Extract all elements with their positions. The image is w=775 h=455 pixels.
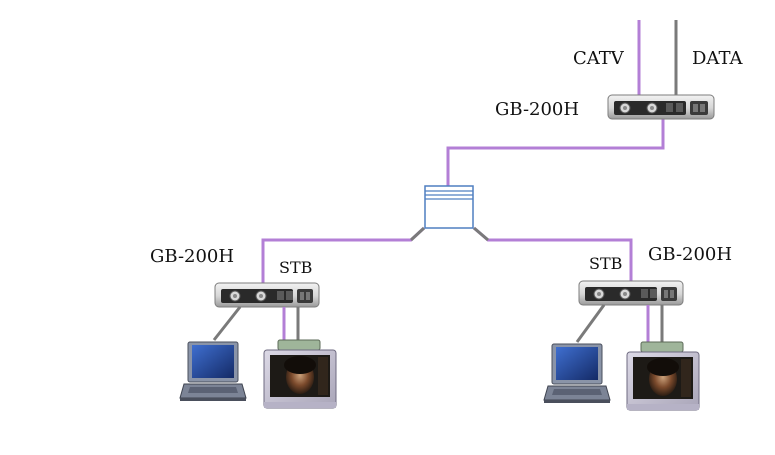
device-label-left: GB-200H xyxy=(150,246,235,267)
laptop-icon-right xyxy=(543,343,611,403)
tv-icon-left xyxy=(263,339,337,409)
trunk-line xyxy=(446,118,665,186)
stb-label-right: STB xyxy=(589,254,623,273)
cable-left-laptop xyxy=(212,306,242,341)
device-label-top: GB-200H xyxy=(495,99,580,120)
router-device-right xyxy=(578,280,684,306)
laptop-icon-left xyxy=(179,341,247,401)
splitter-box-icon xyxy=(424,185,474,229)
device-label-right: GB-200H xyxy=(648,244,733,265)
tv-icon-right xyxy=(626,341,700,411)
cable-right-laptop xyxy=(575,304,606,343)
router-device-left xyxy=(214,282,320,308)
stb-label-left: STB xyxy=(279,258,313,277)
data-label: DATA xyxy=(692,48,743,69)
router-device-top xyxy=(607,94,715,120)
catv-label: CATV xyxy=(573,48,624,69)
splitter-leg-right xyxy=(473,226,489,242)
splitter-leg-left xyxy=(409,226,426,242)
